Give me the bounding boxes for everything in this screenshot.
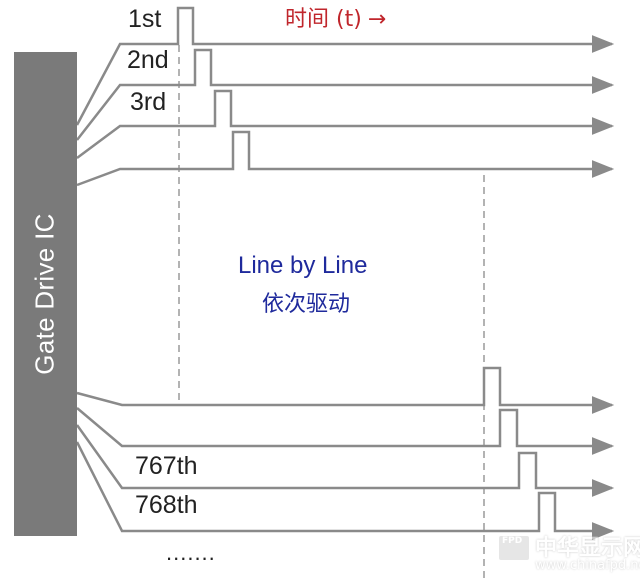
- gate-line-765: [76, 366, 615, 414]
- row-label-768th: 768th: [135, 491, 198, 519]
- line-by-line-caption: Line by Line: [238, 252, 368, 279]
- gate-line-767: [75, 424, 615, 497]
- gate-line-3: [76, 89, 615, 160]
- row-label-2nd: 2nd: [127, 46, 169, 74]
- watermark-logo-icon: [497, 534, 531, 562]
- gate-line-766: [76, 407, 615, 455]
- gate-drive-ic-label: Gate Drive IC: [29, 213, 60, 375]
- row-label-3rd: 3rd: [130, 88, 167, 116]
- gate-line-1: [75, 6, 615, 126]
- sequential-drive-caption: 依次驱动: [262, 292, 351, 317]
- ellipsis: .......: [166, 540, 216, 565]
- gate-line-4: [76, 130, 615, 187]
- watermark: FPD 中华显示网 www.chinafpd.net: [497, 530, 640, 576]
- right-arrow-icon: →: [367, 7, 387, 32]
- watermark-url: www.chinafpd.net: [535, 558, 640, 573]
- watermark-site-name: 中华显示网: [535, 536, 640, 561]
- watermark-logo-text: FPD: [502, 536, 523, 546]
- row-label-1st: 1st: [128, 5, 162, 33]
- gate-line-2: [76, 48, 615, 141]
- time-axis-text: 时间 (t): [285, 7, 362, 32]
- gate-line-768: [75, 441, 615, 540]
- gate-drive-ic-block: [14, 52, 77, 536]
- time-axis-label: 时间 (t)→: [285, 1, 386, 33]
- row-label-767th: 767th: [135, 452, 198, 480]
